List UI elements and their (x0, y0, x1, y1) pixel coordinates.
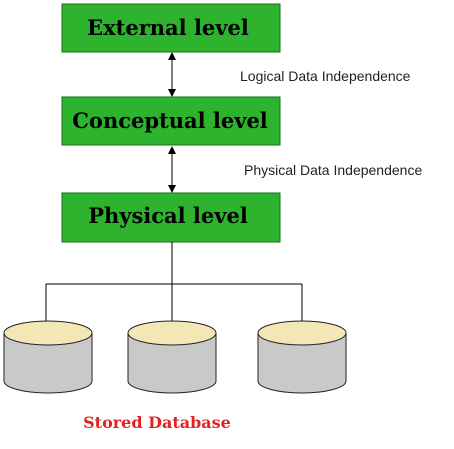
database-cylinder (127, 320, 217, 394)
stored-database-caption: Stored Database (83, 413, 231, 432)
physical-level-label: Physical level (88, 203, 248, 228)
conceptual-level-node: Conceptual level (61, 96, 281, 146)
physical-level-node: Physical level (61, 192, 281, 243)
physical-data-independence-label: Physical Data Independence (244, 162, 422, 178)
database-cylinder (257, 320, 347, 394)
logical-data-independence-label: Logical Data Independence (240, 68, 411, 84)
external-level-node: External level (61, 3, 281, 53)
database-cylinder (3, 320, 93, 394)
external-level-label: External level (87, 15, 249, 40)
storage-connectors (45, 242, 303, 325)
conceptual-level-label: Conceptual level (72, 108, 268, 133)
